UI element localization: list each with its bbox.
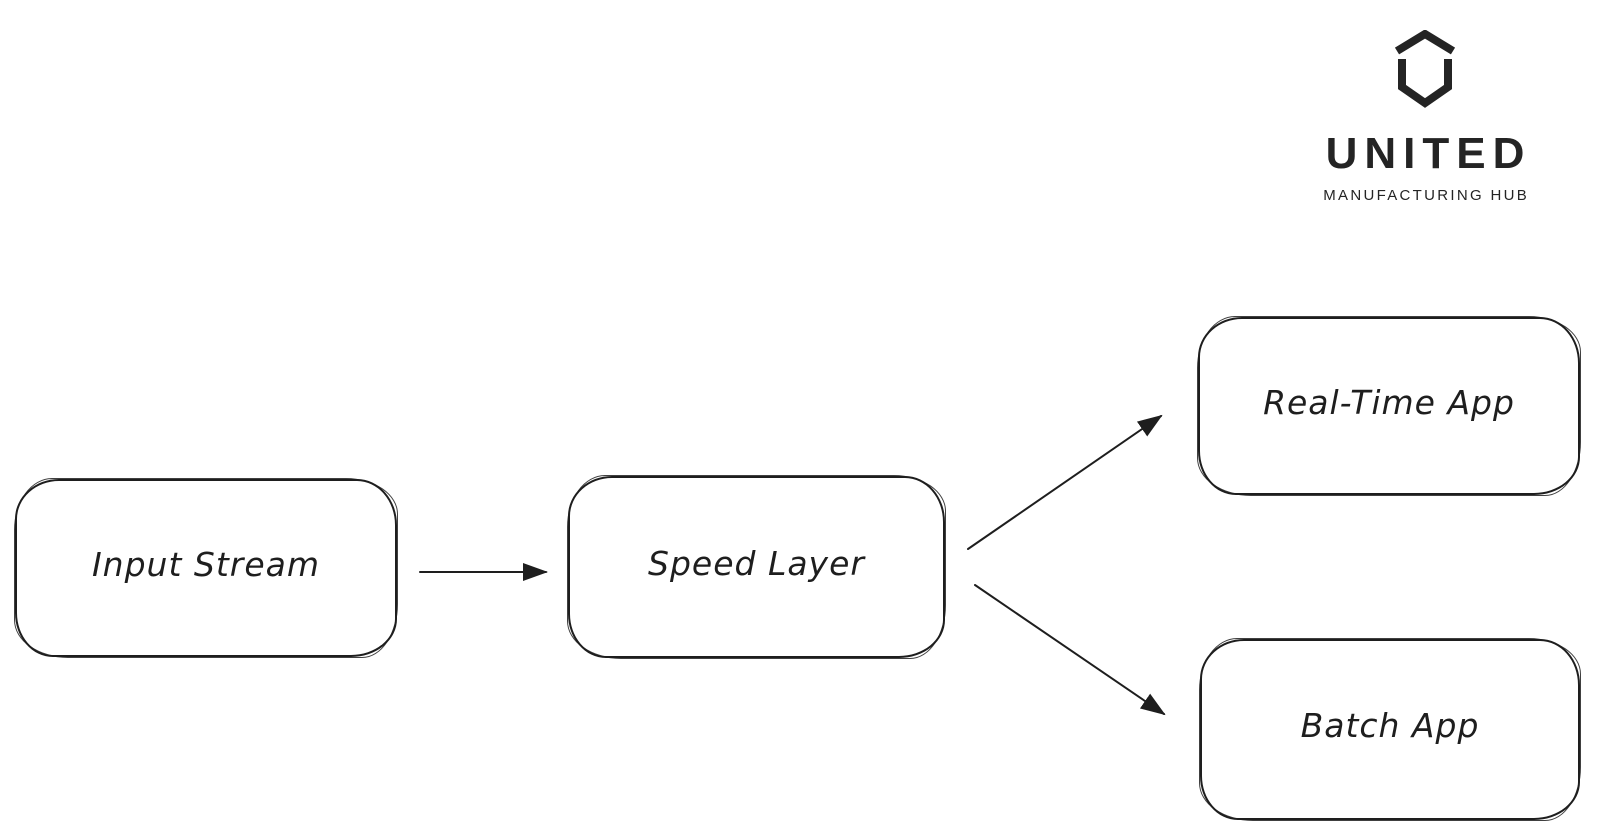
umh-logo: UNITED MANUFACTURING HUB xyxy=(1290,30,1560,203)
node-speed-layer: Speed Layer xyxy=(567,475,946,659)
logo-subtitle: MANUFACTURING HUB xyxy=(1323,187,1530,204)
arrow-speed-to-realtime xyxy=(967,414,1163,550)
node-speed-layer-label: Speed Layer xyxy=(648,543,865,583)
node-batch-app: Batch App xyxy=(1199,638,1581,821)
node-input-stream-label: Input Stream xyxy=(91,544,321,584)
node-real-time-app-label: Real-Time App xyxy=(1263,382,1515,422)
arrow-speed-to-batch xyxy=(974,584,1166,716)
node-real-time-app: Real-Time App xyxy=(1197,316,1581,496)
node-input-stream: Input Stream xyxy=(14,478,398,658)
hexagon-icon xyxy=(1394,30,1456,108)
logo-title: UNITED xyxy=(1325,129,1532,178)
node-batch-app-label: Batch App xyxy=(1300,706,1480,745)
